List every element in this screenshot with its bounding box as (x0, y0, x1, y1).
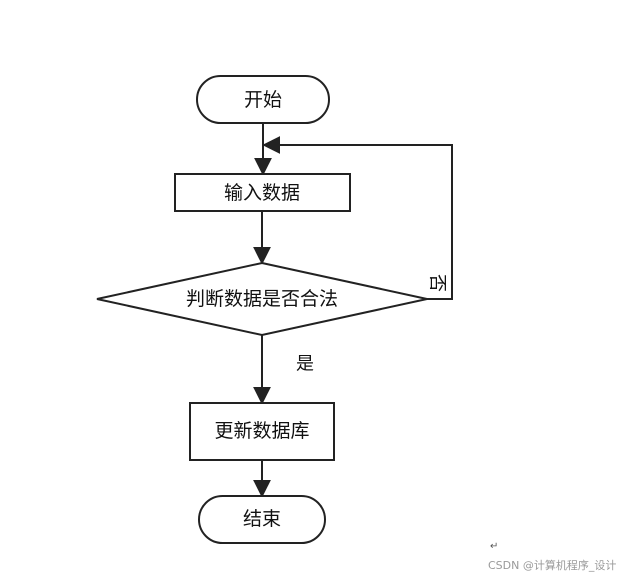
return-mark: ↵ (490, 541, 499, 552)
update-node: 更新数据库 (189, 402, 335, 461)
decision-node: 判断数据是否合法 (96, 261, 428, 337)
watermark-text: CSDN @计算机程序_设计 (488, 559, 617, 572)
edge-label-no: 否 (427, 274, 448, 292)
edge-label-yes: 是 (296, 354, 314, 375)
input-node: 输入数据 (174, 173, 351, 212)
arrow-no-loop (262, 136, 453, 300)
update-label: 更新数据库 (214, 420, 309, 442)
end-label: 结束 (243, 508, 281, 530)
start-label: 开始 (244, 89, 282, 111)
end-shape (198, 495, 326, 544)
start-node: 开始 (196, 75, 330, 124)
decision-label: 判断数据是否合法 (186, 288, 338, 310)
input-shape (174, 173, 351, 212)
end-node: 结束 (198, 495, 326, 544)
input-label: 输入数据 (224, 182, 300, 204)
